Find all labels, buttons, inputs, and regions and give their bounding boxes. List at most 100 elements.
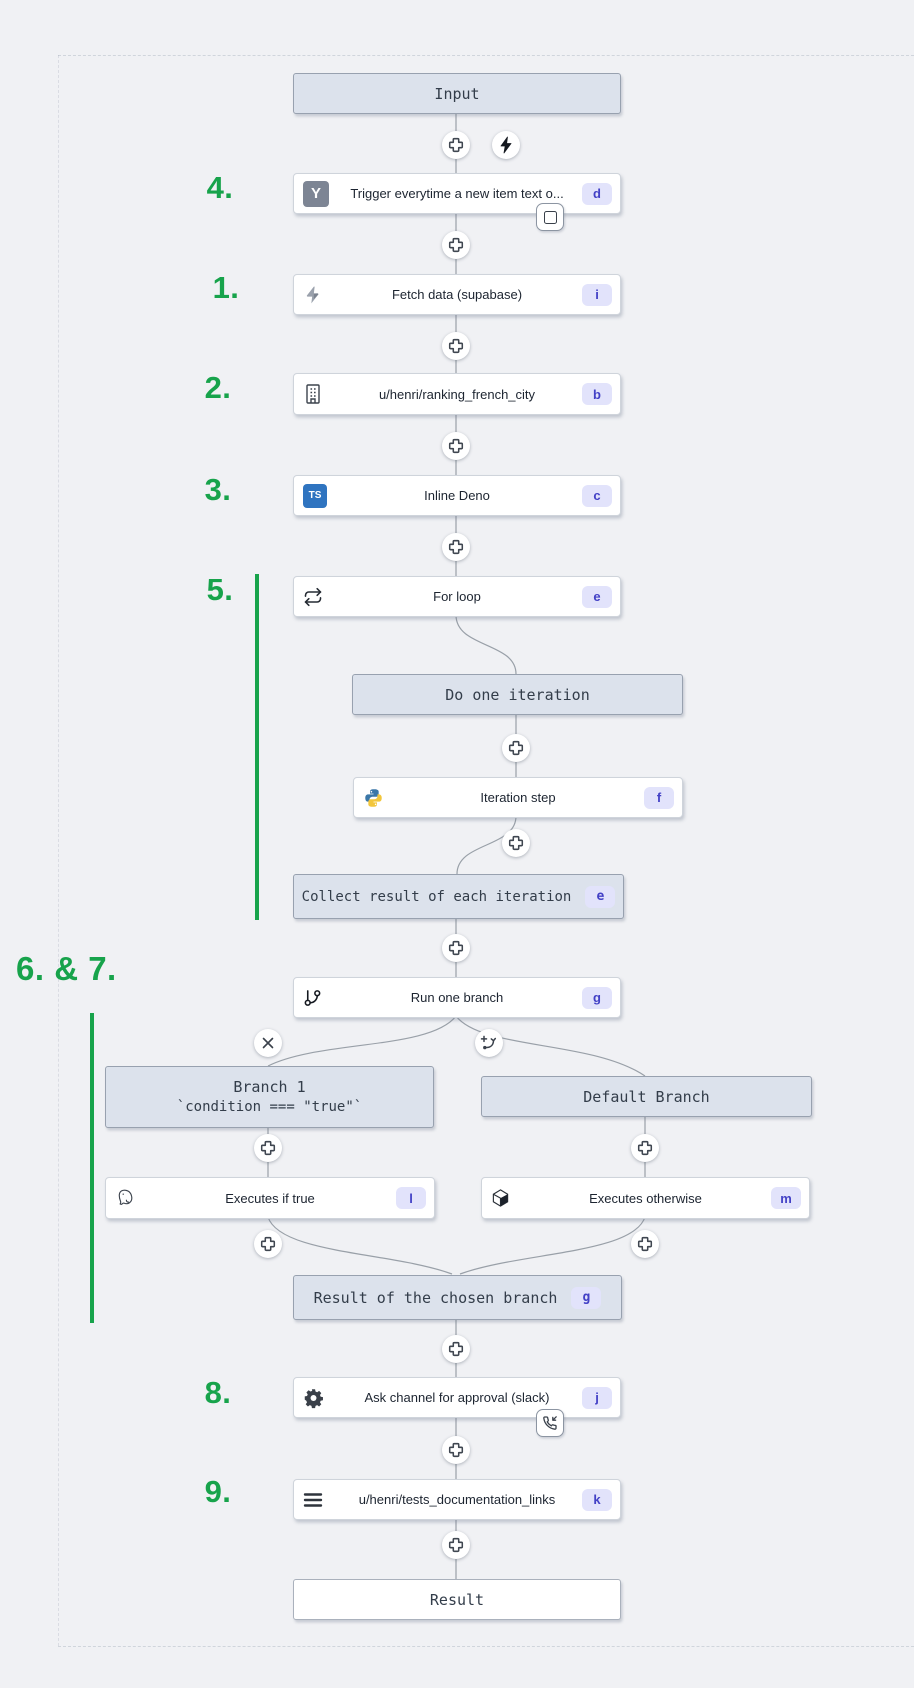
typescript-icon: TS [303, 483, 327, 508]
collect-result-badge: e [585, 885, 616, 908]
branch-1-node[interactable]: Branch 1 `condition === "true"` [105, 1066, 434, 1128]
annotation-1: 1. [212, 270, 240, 305]
slack-approval-node[interactable]: Ask channel for approval (slack) j [293, 1377, 621, 1418]
plus-icon [260, 1236, 276, 1252]
add-branch-button[interactable] [475, 1029, 503, 1057]
close-icon [262, 1037, 274, 1049]
supabase-icon [303, 285, 323, 305]
input-node[interactable]: Input [293, 73, 621, 114]
add-step-button[interactable] [442, 1335, 470, 1363]
inline-deno-node[interactable]: TS Inline Deno c [293, 475, 621, 516]
fetch-data-label: Fetch data (supabase) [391, 287, 523, 302]
iteration-step-badge: f [644, 786, 674, 809]
add-branch-icon [480, 1035, 497, 1050]
add-step-button[interactable] [442, 231, 470, 259]
trigger-step-label: Trigger everytime a new item text o... [350, 186, 564, 201]
executes-otherwise-badge: m [771, 1187, 801, 1209]
canvas-left-boundary [58, 55, 59, 1646]
slack-approval-badge: j [582, 1386, 612, 1409]
inline-deno-label: Inline Deno [424, 488, 490, 503]
do-one-iteration-label: Do one iteration [445, 685, 590, 704]
executes-if-true-label: Executes if true [225, 1190, 315, 1206]
annotation-5: 5. [206, 572, 234, 607]
plus-icon [448, 237, 464, 253]
plus-icon [448, 137, 464, 153]
ranking-script-node[interactable]: u/henri/ranking_french_city b [293, 373, 621, 415]
add-step-button[interactable] [502, 734, 530, 762]
remove-branch-button[interactable] [254, 1029, 282, 1057]
plus-icon [637, 1140, 653, 1156]
approval-callback-indicator[interactable] [536, 1409, 564, 1437]
executes-if-true-node[interactable]: Executes if true l [105, 1177, 435, 1219]
plus-icon [448, 539, 464, 555]
iteration-step-node[interactable]: Iteration step f [353, 777, 683, 818]
ranking-script-badge: b [582, 383, 612, 405]
building-icon [303, 383, 323, 405]
add-step-button[interactable] [442, 1531, 470, 1559]
trigger-step-badge: d [582, 182, 612, 205]
add-step-button[interactable] [442, 934, 470, 962]
run-one-branch-label: Run one branch [410, 990, 504, 1005]
repeat-icon [303, 587, 323, 607]
branch-1-condition: `condition === "true"` [176, 1099, 363, 1115]
fetch-data-node[interactable]: Fetch data (supabase) i [293, 274, 621, 315]
plus-icon [448, 940, 464, 956]
add-step-button[interactable] [442, 131, 470, 159]
tests-documentation-node[interactable]: u/henri/tests_documentation_links k [293, 1479, 621, 1520]
add-step-button[interactable] [254, 1134, 282, 1162]
inline-deno-badge: c [582, 484, 612, 507]
trigger-step-node[interactable]: Y Trigger everytime a new item text o...… [293, 173, 621, 214]
executes-otherwise-node[interactable]: Executes otherwise m [481, 1177, 810, 1219]
add-step-button[interactable] [442, 432, 470, 460]
y-app-icon: Y [303, 180, 329, 207]
add-step-button[interactable] [442, 533, 470, 561]
square-icon [543, 210, 557, 224]
slack-approval-label: Ask channel for approval (slack) [364, 1390, 550, 1405]
plus-icon [448, 338, 464, 354]
chosen-branch-result-node[interactable]: Result of the chosen branch g [293, 1275, 622, 1320]
git-branch-icon [303, 988, 322, 1007]
section-5-line [255, 574, 259, 920]
trigger-menu-button[interactable] [492, 131, 520, 159]
tests-documentation-badge: k [582, 1488, 612, 1511]
run-one-branch-node[interactable]: Run one branch g [293, 977, 621, 1018]
annotation-9: 9. [204, 1474, 232, 1509]
suspend-indicator[interactable] [536, 203, 564, 231]
run-one-branch-badge: g [582, 986, 612, 1009]
section-6-7-line [90, 1013, 94, 1323]
branch-1-title: Branch 1 [233, 1078, 306, 1096]
collect-result-node[interactable]: Collect result of each iteration e [293, 874, 624, 919]
input-node-label: Input [434, 84, 480, 103]
iteration-step-label: Iteration step [480, 790, 556, 805]
result-node[interactable]: Result [293, 1579, 621, 1620]
do-one-iteration-node[interactable]: Do one iteration [352, 674, 683, 715]
ranking-script-label: u/henri/ranking_french_city [378, 386, 536, 402]
plus-icon [508, 740, 524, 756]
plus-icon [260, 1140, 276, 1156]
plus-icon [448, 1341, 464, 1357]
for-loop-label: For loop [433, 589, 481, 604]
python-icon [363, 787, 384, 808]
add-step-button[interactable] [442, 332, 470, 360]
default-branch-node[interactable]: Default Branch [481, 1076, 812, 1117]
chosen-branch-result-badge: g [571, 1286, 602, 1309]
cube-icon [491, 1189, 510, 1208]
result-node-label: Result [429, 1590, 485, 1609]
gear-icon [303, 1387, 324, 1408]
add-step-button[interactable] [502, 829, 530, 857]
plus-icon [637, 1236, 653, 1252]
annotation-6-7: 6. & 7. [16, 950, 117, 987]
add-step-button[interactable] [442, 1436, 470, 1464]
add-step-button[interactable] [254, 1230, 282, 1258]
for-loop-node[interactable]: For loop e [293, 576, 621, 617]
collect-result-label: Collect result of each iteration [301, 888, 572, 905]
add-step-button[interactable] [631, 1230, 659, 1258]
plus-icon [448, 1537, 464, 1553]
plus-icon [508, 835, 524, 851]
canvas-top-boundary [58, 55, 914, 56]
lightning-icon [500, 136, 512, 154]
executes-if-true-badge: l [396, 1187, 426, 1209]
add-step-button[interactable] [631, 1134, 659, 1162]
annotation-4: 4. [206, 170, 234, 205]
